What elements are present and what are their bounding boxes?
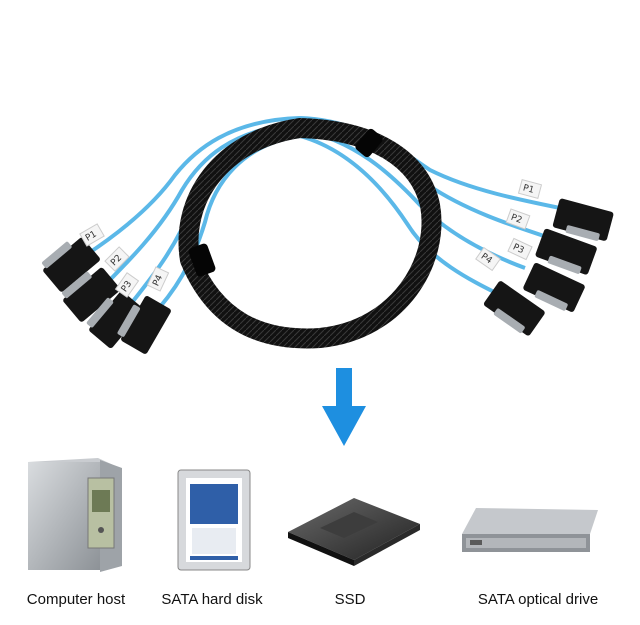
- right-label-3: P3: [511, 242, 525, 256]
- device-label-computer-host: Computer host: [26, 591, 126, 608]
- left-connectors: [42, 237, 171, 354]
- right-label-1: P1: [522, 183, 535, 196]
- ssd-icon: [288, 498, 420, 566]
- device-label-hard-disk: SATA hard disk: [161, 591, 263, 608]
- optical-drive-icon: [462, 508, 598, 552]
- computer-host-icon: [28, 458, 122, 572]
- sata-cable: P1 P2 P3 P4: [42, 116, 614, 354]
- hard-disk-icon: [177, 469, 251, 571]
- right-label-2: P2: [509, 213, 523, 226]
- right-connectors: [483, 198, 614, 336]
- braided-sleeve: [178, 117, 442, 349]
- down-arrow-icon: [322, 368, 366, 446]
- left-label-4: P4: [151, 273, 165, 288]
- right-labels: P1 P2 P3 P4: [475, 179, 543, 272]
- device-label-optical-drive: SATA optical drive: [477, 591, 599, 608]
- device-label-ssd: SSD: [334, 591, 366, 608]
- left-labels: P1 P2 P3 P4: [79, 223, 170, 298]
- heat-shrink: [188, 243, 216, 277]
- heat-shrink: [355, 128, 383, 158]
- left-label-1: P1: [84, 229, 99, 243]
